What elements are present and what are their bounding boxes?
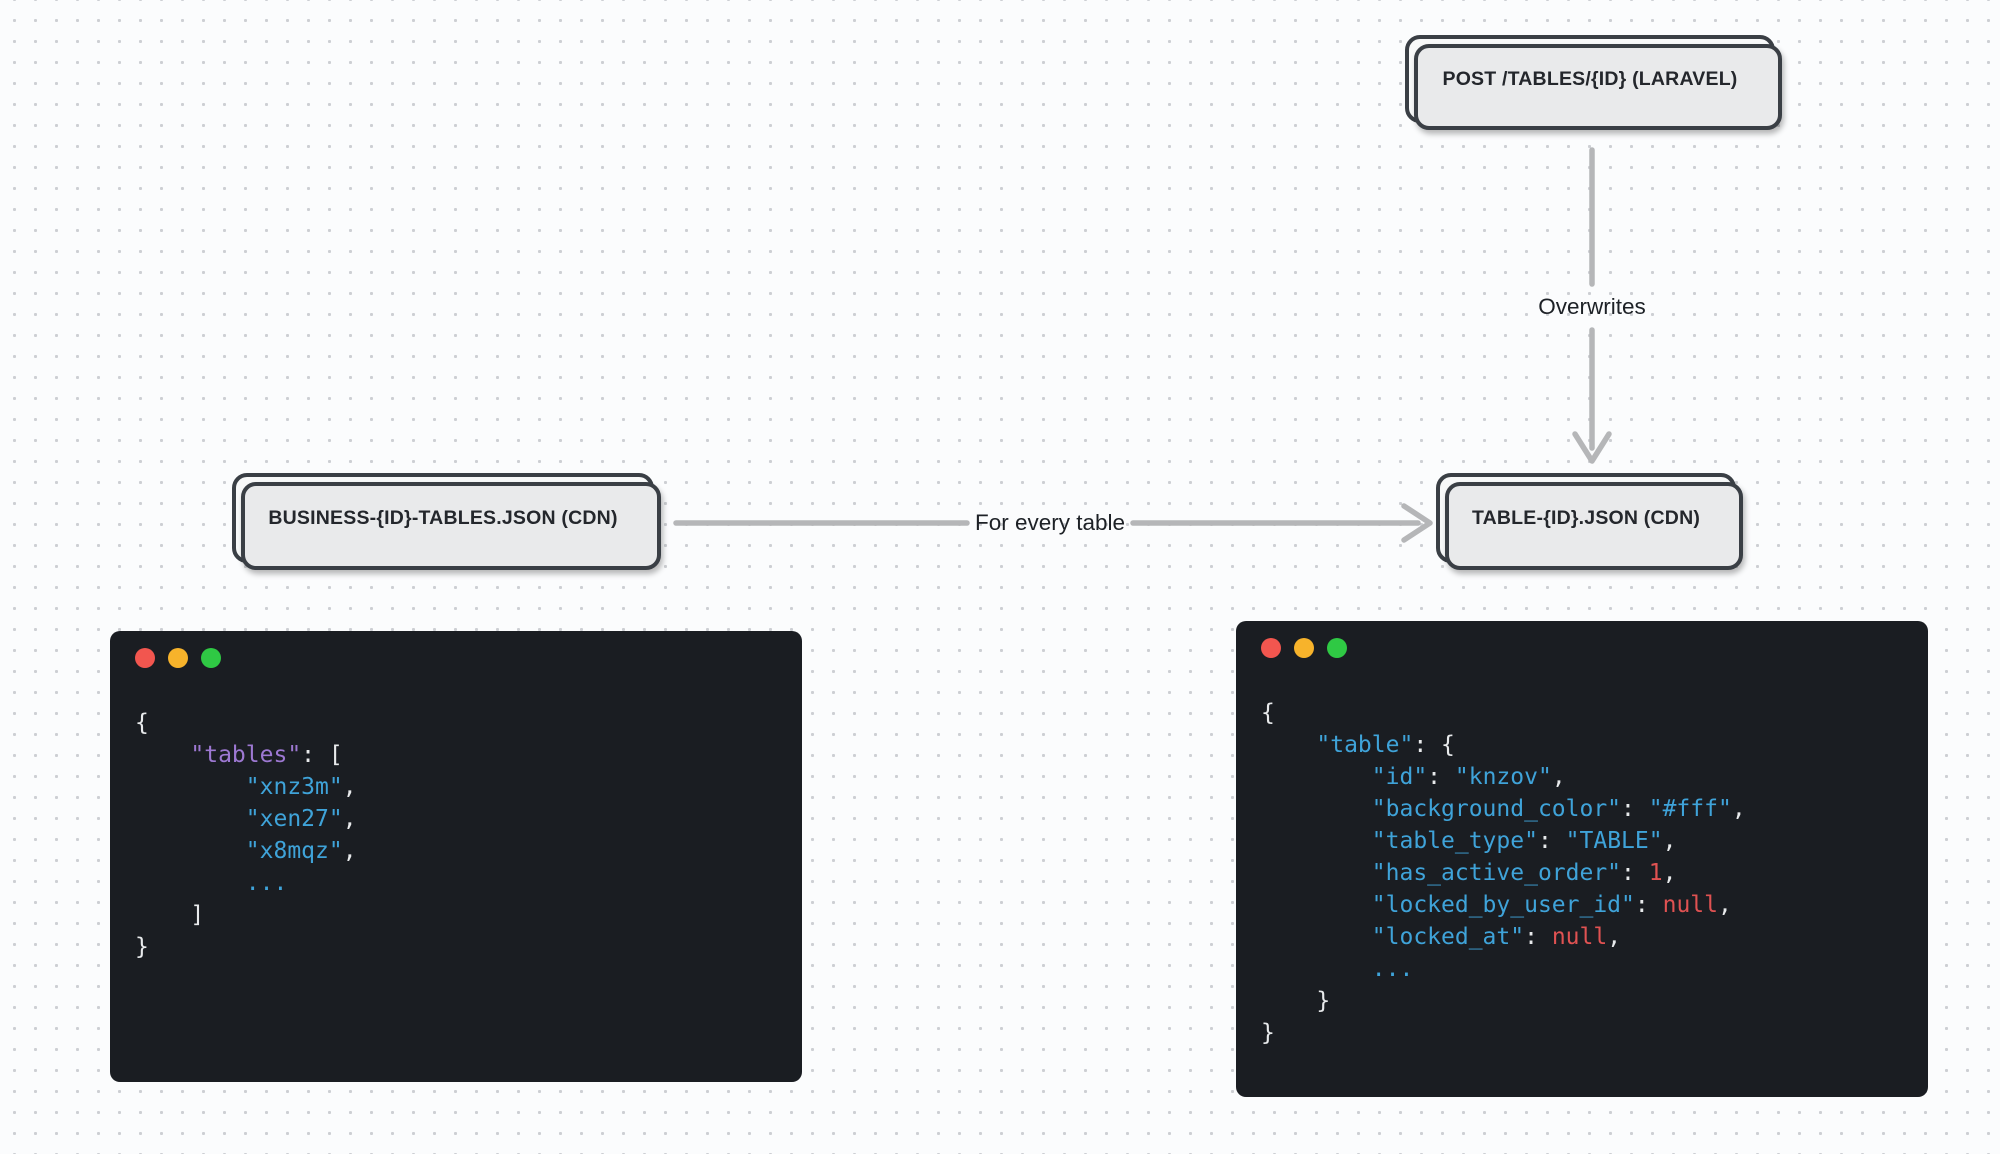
node-label: BUSINESS-{ID}-TABLES.JSON (CDN)	[268, 506, 618, 529]
code-window-business-tables-json: { "tables": [ "xnz3m", "xen27", "x8mqz",…	[110, 631, 802, 1082]
close-button[interactable]	[135, 648, 155, 668]
code-window-table-json: { "table": { "id": "knzov", "background_…	[1236, 621, 1928, 1097]
code-line: ]	[135, 902, 205, 928]
code-line: }	[1261, 988, 1331, 1014]
close-button[interactable]	[1261, 638, 1281, 658]
window-controls	[135, 648, 782, 668]
minimize-button[interactable]	[1294, 638, 1314, 658]
code-content: { "table": { "id": "knzov", "background_…	[1261, 697, 1908, 1049]
code-line: }	[1261, 1020, 1275, 1046]
code-line: }	[135, 934, 149, 960]
code-line: "has_active_order": 1,	[1371, 860, 1677, 886]
code-line: "locked_at": null,	[1371, 924, 1622, 950]
code-line: "tables": [	[190, 742, 343, 768]
edge-label-for-every-table: For every table	[974, 510, 1126, 535]
code-line: "x8mqz",	[245, 838, 357, 864]
code-line: "xen27",	[245, 806, 357, 832]
code-line: "id": "knzov",	[1371, 764, 1566, 790]
node-table-id-json[interactable]: TABLE-{ID}.JSON (CDN)	[1436, 473, 1743, 570]
code-line: ...	[1371, 956, 1414, 982]
code-line: ...	[245, 870, 288, 896]
code-content: { "tables": [ "xnz3m", "xen27", "x8mqz",…	[135, 707, 782, 963]
node-post-tables-endpoint[interactable]: POST /TABLES/{ID} (LARAVEL)	[1405, 35, 1782, 130]
node-label: POST /TABLES/{ID} (LARAVEL)	[1442, 67, 1738, 90]
node-label: TABLE-{ID}.JSON (CDN)	[1471, 506, 1701, 529]
minimize-button[interactable]	[168, 648, 188, 668]
code-line: "xnz3m",	[245, 774, 357, 800]
arrowhead-down-icon	[1572, 431, 1612, 464]
maximize-button[interactable]	[201, 648, 221, 668]
maximize-button[interactable]	[1327, 638, 1347, 658]
edge-label-overwrites: Overwrites	[1538, 294, 1646, 319]
window-controls	[1261, 638, 1908, 658]
code-line: "locked_by_user_id": null,	[1371, 892, 1732, 918]
code-line: "background_color": "#fff",	[1371, 796, 1746, 822]
arrowhead-right-icon	[1401, 503, 1433, 543]
code-line: {	[1261, 700, 1275, 726]
code-line: {	[135, 710, 149, 736]
node-business-tables-json[interactable]: BUSINESS-{ID}-TABLES.JSON (CDN)	[232, 473, 661, 570]
code-line: "table_type": "TABLE",	[1371, 828, 1677, 854]
code-line: "table": {	[1316, 732, 1455, 758]
